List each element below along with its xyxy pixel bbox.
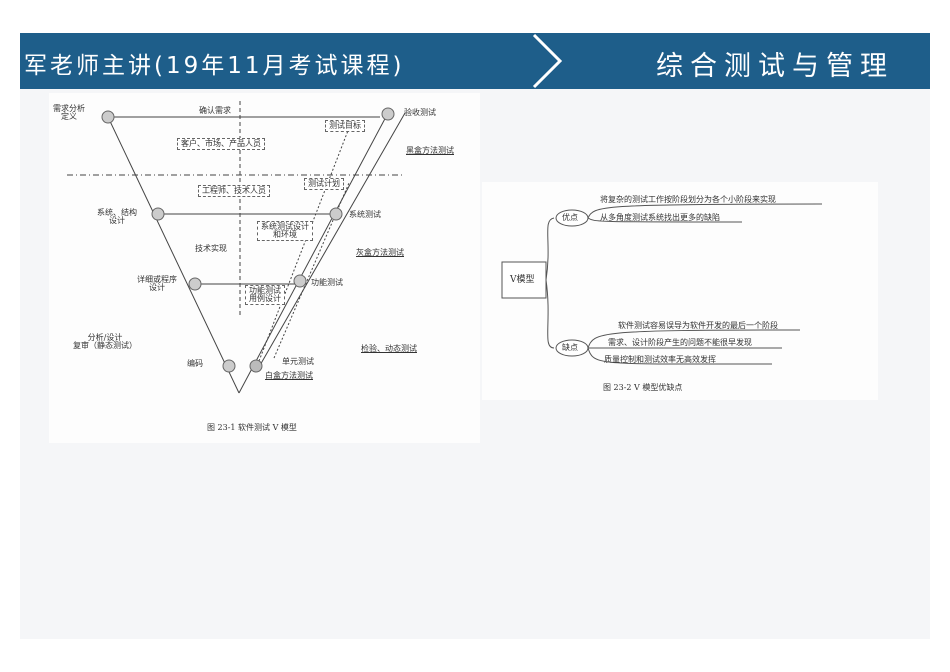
label-blackbox: 黑盒方法测试 (406, 146, 454, 155)
label-engineers: 工程师、技术人员 (198, 185, 270, 197)
label-tech-implementation: 技术实现 (195, 244, 227, 253)
label-acceptance-test: 验收测试 (404, 108, 436, 117)
label-confirm-requirements: 确认需求 (199, 106, 231, 115)
label-coding: 编码 (187, 359, 203, 368)
label-graybox: 灰盒方法测试 (356, 248, 404, 257)
pros-cons-mindmap (501, 203, 823, 365)
pro-item: 将复杂的测试工作按阶段划分为各个小阶段来实现 (600, 195, 776, 204)
label-detail-design: 详细或程序 设计 (137, 275, 177, 292)
label-whitebox: 白盒方法测试 (265, 371, 313, 380)
label-review-static: 分析/设计 复审（静态测试） (73, 333, 137, 350)
figure1-caption: 图 23-1 软件测试 V 模型 (207, 423, 297, 432)
v-model-diagram (67, 101, 406, 394)
v-model-node: V模型 (510, 275, 535, 285)
title-banner (20, 33, 930, 89)
label-system-test: 系统测试 (349, 210, 381, 219)
chevron-divider-icon (520, 33, 568, 89)
v-model-pros-cons-figure: V模型 优点 缺点 将复杂的测试工作按阶段划分为各个小阶段来实现 从多角度测试系… (482, 182, 878, 400)
label-test-goal: 测试目标 (325, 120, 365, 132)
con-item: 需求、设计阶段产生的问题不能很早发现 (608, 338, 752, 347)
cons-node: 缺点 (562, 343, 578, 352)
con-item: 质量控制和测试效率无高效发挥 (604, 355, 716, 364)
v-model-figure: 需求分析 定义 验收测试 确认需求 客户、市场、产品人员 测试目标 黑盒方法测试… (49, 93, 480, 443)
label-customers: 客户、市场、产品人员 (177, 138, 265, 150)
label-system-test-design: 系统测试设计 和环境 (257, 221, 313, 241)
figure2-caption: 图 23-2 V 模型优缺点 (603, 383, 683, 392)
label-requirements: 需求分析 定义 (53, 104, 85, 121)
label-function-test: 功能测试 (311, 278, 343, 287)
topic-title: 综合测试与管理 (656, 51, 894, 82)
label-test-plan: 测试计划 (304, 178, 344, 190)
label-unit-test: 单元测试 (282, 357, 314, 366)
label-dynamic-test: 检验、动态测试 (361, 344, 417, 353)
pro-item: 从多角度测试系统找出更多的缺陷 (600, 213, 720, 222)
con-item: 软件测试容易误导为软件开发的最后一个阶段 (618, 321, 778, 330)
pros-node: 优点 (562, 213, 578, 222)
label-function-case-design: 功能测试 用例设计 (245, 285, 285, 305)
label-system-design: 系统、结构 设计 (97, 208, 137, 225)
course-title: 军老师主讲(19年11月考试课程) (24, 53, 405, 79)
